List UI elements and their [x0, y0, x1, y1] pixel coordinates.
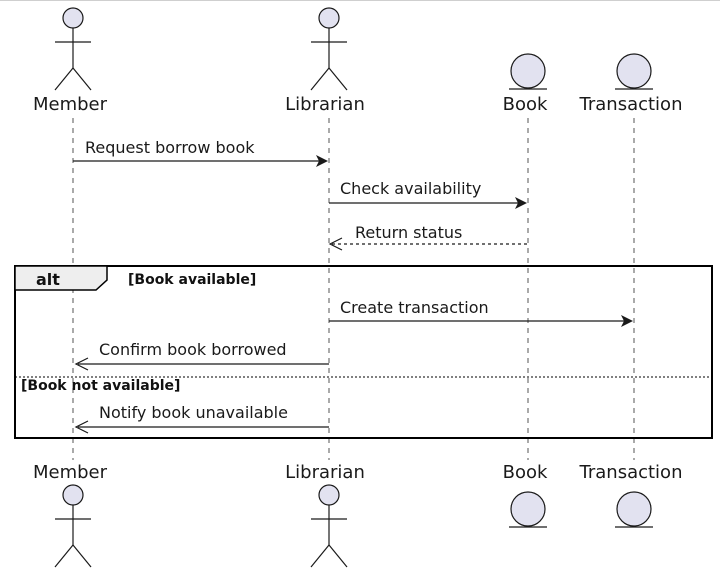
alt-guard-not-available: [Book not available]	[21, 378, 180, 394]
actor-head	[62, 484, 84, 506]
participant-name-member-bottom: Member	[33, 462, 108, 483]
message-confirm-book-borrowed: Confirm book borrowed	[74, 340, 329, 371]
message-request-borrow-book: Request borrow book	[73, 138, 328, 167]
entity-circle	[616, 53, 652, 89]
entity-book-top	[509, 53, 547, 90]
alt-label: alt	[36, 270, 60, 289]
entity-circle	[510, 53, 546, 89]
entity-circle	[510, 491, 546, 527]
alt-tab	[14, 265, 108, 291]
message-label: Request borrow book	[85, 138, 255, 157]
actor-head	[318, 484, 340, 506]
entity-transaction-bottom	[615, 491, 653, 528]
actor-librarian-bottom	[310, 484, 348, 568]
alt-guard-available: [Book available]	[128, 272, 256, 288]
message-label: Notify book unavailable	[99, 403, 288, 422]
actor-head	[62, 7, 84, 29]
message-return-status: Return status	[328, 223, 527, 251]
message-create-transaction: Create transaction	[329, 298, 633, 327]
actor-head	[318, 7, 340, 29]
participant-name-librarian: Librarian	[285, 94, 365, 115]
message-label: Check availability	[340, 179, 481, 198]
entity-book-bottom	[509, 491, 547, 528]
participant-name-member: Member	[33, 94, 108, 115]
message-label: Return status	[355, 223, 462, 242]
participant-name-transaction: Transaction	[579, 94, 683, 115]
actor-member-top	[54, 7, 92, 91]
message-check-availability: Check availability	[329, 179, 527, 209]
actor-member-bottom	[54, 484, 92, 568]
actor-librarian-top	[310, 7, 348, 91]
message-notify-book-unavailable: Notify book unavailable	[74, 403, 329, 434]
participant-name-librarian-bottom: Librarian	[285, 462, 365, 483]
participant-name-transaction-bottom: Transaction	[579, 462, 683, 483]
alt-fragment: alt [Book available] [Book not available…	[14, 265, 713, 439]
participant-name-book-bottom: Book	[503, 462, 548, 483]
entity-transaction-top	[615, 53, 653, 90]
alt-frame	[14, 265, 713, 439]
participant-name-book: Book	[503, 94, 548, 115]
message-label: Confirm book borrowed	[99, 340, 287, 359]
entity-circle	[616, 491, 652, 527]
message-label: Create transaction	[340, 298, 489, 317]
